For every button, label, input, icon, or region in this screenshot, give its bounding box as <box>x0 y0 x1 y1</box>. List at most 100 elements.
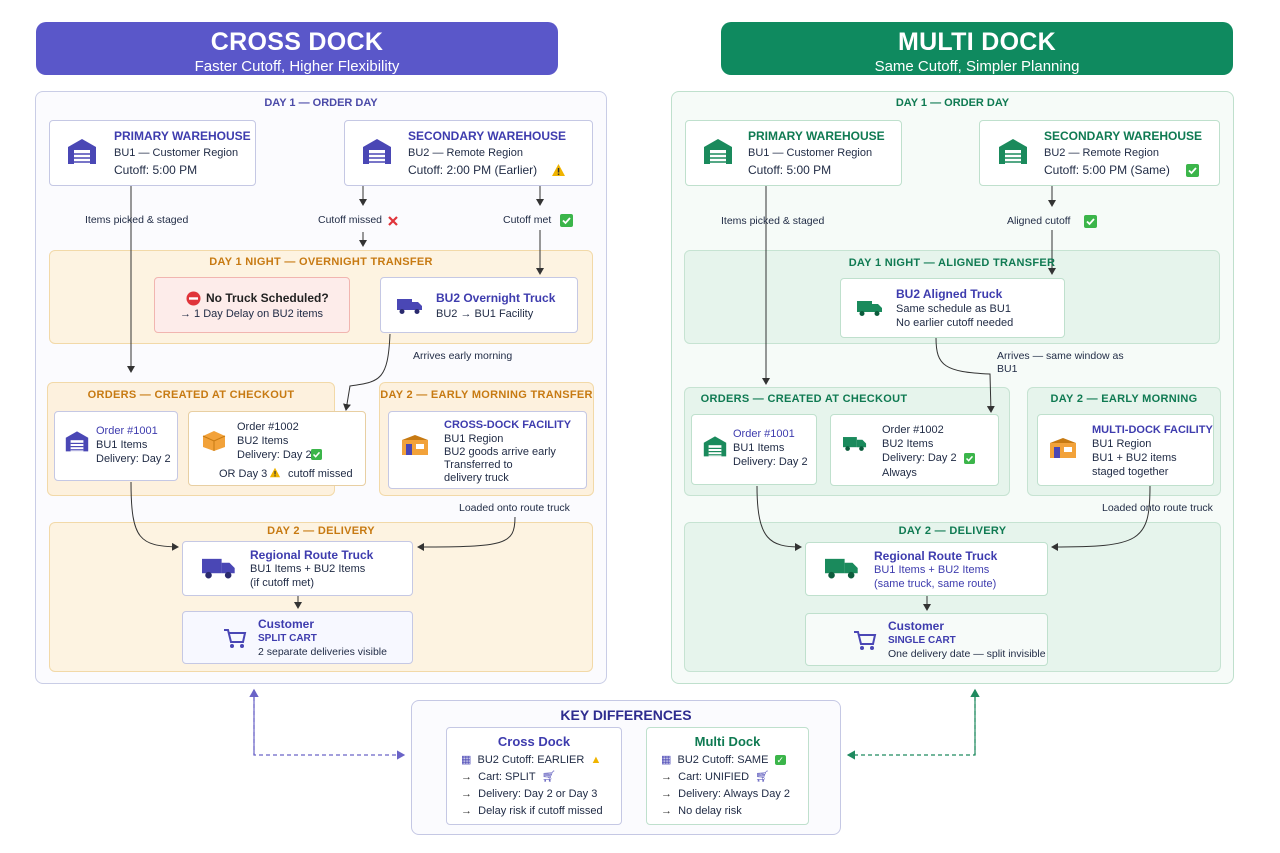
key-cross-list: ▦ BU2 Cutoff: EARLIER ▲ → Cart: SPLIT 🛒︎… <box>461 752 603 820</box>
cross-label-loaded: Loaded onto route truck <box>459 502 570 514</box>
key-multi-item: BU2 Cutoff: SAME <box>677 754 769 766</box>
multi-customer: Customer SINGLE CART One delivery date —… <box>805 613 1048 666</box>
cross-secondary-line1: BU2 — Remote Region <box>408 147 523 159</box>
cross-primary-warehouse: PRIMARY WAREHOUSE BU1 — Customer Region … <box>49 120 256 186</box>
box-icon <box>202 431 226 451</box>
multi-route-line1: BU1 Items + BU2 Items <box>874 564 990 576</box>
multi-order1-line1: BU1 Items <box>733 442 785 454</box>
cross-dock-title: CROSS DOCK <box>210 28 384 56</box>
calendar-icon: ▦ <box>461 754 472 766</box>
cross-day1-heading: DAY 1 — ORDER DAY <box>264 97 378 109</box>
list-item: → No delay risk <box>661 803 790 820</box>
multi-primary-title: PRIMARY WAREHOUSE <box>748 129 885 143</box>
cross-customer-line1: SPLIT CART <box>258 633 317 644</box>
cross-order2-line3b: cutoff missed <box>288 468 353 480</box>
multi-facility-line3: staged together <box>1092 466 1169 478</box>
cross-secondary-title: SECONDARY WAREHOUSE <box>408 129 567 143</box>
cross-early-heading: DAY 2 — EARLY MORNING TRANSFER <box>380 389 593 401</box>
cross-facility-title: CROSS-DOCK FACILITY <box>444 419 572 431</box>
cross-order2-line1: BU2 Items <box>237 435 289 447</box>
multi-order2-title: Order #1002 <box>882 424 944 436</box>
key-multi-item: Cart: UNIFIED <box>678 771 750 783</box>
cross-route-line1: BU1 Items + BU2 Items <box>250 563 366 575</box>
multi-night-heading: DAY 1 NIGHT — ALIGNED TRANSFER <box>848 257 1056 269</box>
cross-label-arrives: Arrives early morning <box>413 350 513 362</box>
truck-icon <box>857 301 882 316</box>
key-cross-title: Cross Dock <box>497 734 571 749</box>
cross-overnight-title: BU2 Overnight Truck <box>436 291 556 305</box>
multi-order2-line2: Delivery: Day 2 <box>882 452 957 464</box>
truck-icon <box>202 558 235 579</box>
multi-dock-subtitle: Same Cutoff, Simpler Planning <box>874 58 1080 75</box>
warehouse-icon <box>999 139 1027 164</box>
warehouse-icon <box>704 139 732 164</box>
multi-secondary-title: SECONDARY WAREHOUSE <box>1044 129 1203 143</box>
list-item: → Delivery: Day 2 or Day 3 <box>461 786 603 803</box>
multi-route-truck: Regional Route Truck BU1 Items + BU2 Ite… <box>805 542 1048 596</box>
cross-primary-line1: BU1 — Customer Region <box>114 147 239 159</box>
no-entry-icon <box>186 291 201 306</box>
multi-delivery-heading: DAY 2 — DELIVERY <box>898 525 1007 537</box>
cart-icon: 🛒︎ <box>541 771 556 783</box>
warehouse-icon <box>703 436 727 457</box>
key-cross-item: BU2 Cutoff: EARLIER <box>477 754 585 766</box>
cross-label-picked: Items picked & staged <box>85 214 189 226</box>
key-multi-list: ▦ BU2 Cutoff: SAME ✓ → Cart: UNIFIED 🛒︎ … <box>661 752 790 820</box>
arrow-icon: → <box>461 788 472 800</box>
truck-icon <box>397 299 422 314</box>
multi-order2-line3: Always <box>882 467 917 479</box>
cross-label-missed: Cutoff missed <box>318 214 382 226</box>
multi-dock-banner: MULTI DOCK Same Cutoff, Simpler Planning <box>721 22 1233 75</box>
facility-icon <box>1050 438 1076 458</box>
cross-facility-line1: BU1 Region <box>444 433 504 445</box>
multi-day1-heading: DAY 1 — ORDER DAY <box>895 97 1010 109</box>
multi-orders-heading: ORDERS — CREATED AT CHECKOUT <box>700 393 908 405</box>
arrow-icon: → <box>661 788 672 800</box>
key-cross-item: Delivery: Day 2 or Day 3 <box>478 788 598 800</box>
multi-customer-title: Customer <box>888 619 945 633</box>
key-multi-item: No delay risk <box>678 805 742 817</box>
truck-icon <box>843 437 867 451</box>
cross-secondary-warehouse: SECONDARY WAREHOUSE BU2 — Remote Region … <box>344 120 593 186</box>
cross-order-1002: Order #1002 BU2 Items Delivery: Day 2 OR… <box>188 411 366 486</box>
cross-x-icon <box>388 216 398 226</box>
warning-icon: ▲ <box>590 754 602 766</box>
multi-label-loaded: Loaded onto route truck <box>1102 502 1213 514</box>
cross-orders-heading: ORDERS — CREATED AT CHECKOUT <box>87 389 295 401</box>
warehouse-icon <box>363 139 391 164</box>
cross-route-title: Regional Route Truck <box>250 548 374 562</box>
multi-label-arrives2: BU1 <box>997 363 1018 375</box>
multi-label-aligned: Aligned cutoff <box>1007 215 1071 227</box>
multi-customer-line1: SINGLE CART <box>888 635 956 646</box>
calendar-icon: ▦ <box>661 754 672 766</box>
cross-overnight-truck-box: BU2 Overnight Truck BU2 → BU1 Facility <box>380 277 578 333</box>
key-cross-item: Delay risk if cutoff missed <box>478 805 603 817</box>
check-icon <box>311 449 322 460</box>
multi-order1-title: Order #1001 <box>733 428 795 440</box>
multi-dock-title: MULTI DOCK <box>897 28 1057 56</box>
cart-icon: 🛒︎ <box>755 771 770 783</box>
key-cross-card: Cross Dock ▦ BU2 Cutoff: EARLIER ▲ → Car… <box>446 727 622 825</box>
cross-dock-banner: CROSS DOCK Faster Cutoff, Higher Flexibi… <box>36 22 558 75</box>
cross-night-heading: DAY 1 NIGHT — OVERNIGHT TRANSFER <box>209 256 433 268</box>
list-item: → Delivery: Always Day 2 <box>661 786 790 803</box>
key-cross-item: Cart: SPLIT <box>478 771 536 783</box>
cross-label-met: Cutoff met <box>503 214 552 226</box>
cross-customer-line2: 2 separate deliveries visible <box>258 646 387 658</box>
list-item: → Cart: SPLIT 🛒︎ <box>461 769 603 786</box>
cross-secondary-line2: Cutoff: 2:00 PM (Earlier) <box>408 163 538 177</box>
cross-primary-line2: Cutoff: 5:00 PM <box>114 163 198 177</box>
cross-overnight-line1: BU2 → BU1 Facility <box>436 308 534 320</box>
cross-no-truck-line1: → 1 Day Delay on BU2 items <box>180 308 324 320</box>
check-icon: ✓ <box>774 755 787 765</box>
multi-label-arrives1: Arrives — same window as <box>997 350 1124 362</box>
cross-order2-title: Order #1002 <box>237 421 299 433</box>
cross-customer: Customer SPLIT CART 2 separate deliverie… <box>182 611 413 664</box>
check-icon <box>560 214 573 227</box>
cross-facility-line4: delivery truck <box>444 472 509 484</box>
arrow-icon: → <box>661 805 672 817</box>
cross-order1-title: Order #1001 <box>96 425 158 437</box>
multi-early-heading: DAY 2 — EARLY MORNING <box>1050 393 1198 405</box>
key-differences-panel: KEY DIFFERENCES Cross Dock ▦ BU2 Cutoff:… <box>411 700 841 835</box>
arrow-icon: → <box>461 805 472 817</box>
